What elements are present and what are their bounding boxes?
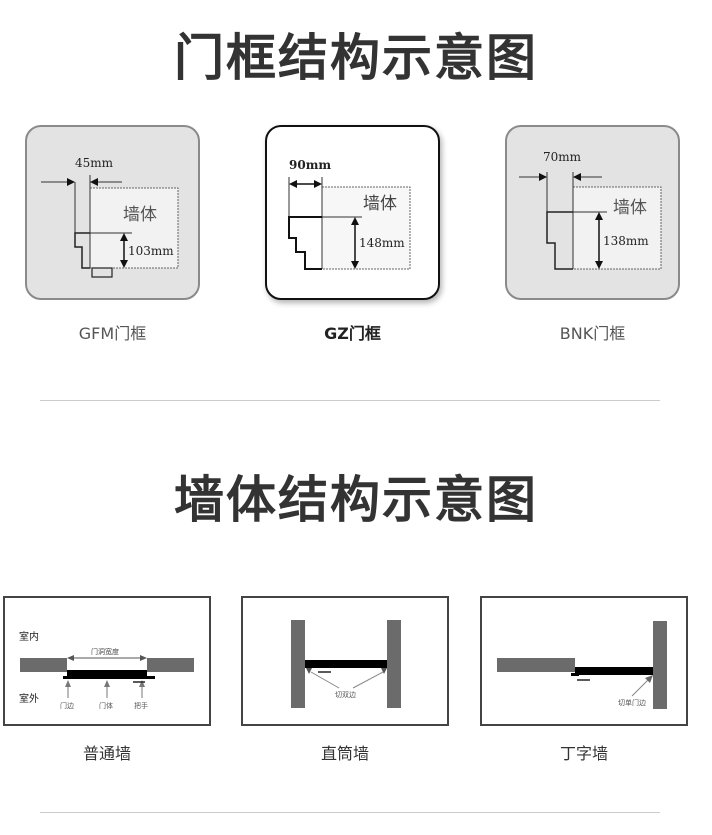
frame-card-bnk[interactable]: 70mm 138mm 墙体: [505, 125, 680, 300]
divider: [40, 400, 660, 401]
gfm-wall-label: 墙体: [123, 205, 157, 225]
indoor-label: 室内: [19, 630, 39, 643]
bnk-frame-diagram: 70mm 138mm 墙体: [519, 150, 662, 270]
gfm-width-label: 45mm: [75, 156, 114, 170]
normal-wall-diagram: 室内 室外 门洞宽度 门边 门体 把手: [3, 596, 211, 726]
gz-width-label: 90mm: [289, 158, 331, 172]
straight-wall-note: 切双边: [335, 690, 356, 699]
t-wall-svg: 切单门边: [497, 621, 667, 709]
gz-frame-diagram: 90mm 148mm 墙体: [288, 158, 411, 270]
gz-label: GZ门框: [324, 324, 381, 343]
opening-width-label: 门洞宽度: [91, 647, 119, 656]
straight-wall-svg: 切双边: [291, 620, 401, 708]
frame-section-title: 门框结构示意图: [174, 29, 538, 87]
outdoor-label: 室外: [19, 692, 39, 705]
door-body-label: 门体: [99, 701, 113, 710]
bnk-wall-label: 墙体: [613, 198, 647, 218]
door-edge-label: 门边: [60, 701, 74, 710]
t-wall-label: 丁字墙: [559, 744, 608, 763]
handle-label: 把手: [134, 701, 148, 710]
gz-wall-label: 墙体: [363, 194, 397, 214]
gz-height-label: 148mm: [359, 236, 405, 250]
gfm-height-label: 103mm: [128, 244, 174, 258]
straight-wall-label: 直筒墙: [320, 744, 369, 763]
t-wall-diagram: 切单门边: [480, 596, 688, 726]
divider-bottom: [40, 812, 660, 813]
gfm-label: GFM门框: [78, 324, 147, 343]
bnk-width-label: 70mm: [543, 150, 582, 164]
straight-wall-diagram: 切双边: [241, 596, 449, 726]
normal-wall-svg: 室内 室外 门洞宽度 门边 门体 把手: [19, 630, 194, 710]
bnk-height-label: 138mm: [603, 234, 649, 248]
frame-card-gz[interactable]: 90mm 148mm 墙体: [265, 125, 440, 300]
t-wall-note: 切单门边: [618, 698, 646, 707]
bnk-label: BNK门框: [559, 324, 626, 343]
frame-card-gfm[interactable]: 45mm 103mm 墙体: [25, 125, 200, 300]
wall-section-title: 墙体结构示意图: [174, 471, 538, 529]
normal-wall-label: 普通墙: [82, 744, 131, 763]
gfm-frame-diagram: 45mm 103mm 墙体: [41, 156, 179, 278]
